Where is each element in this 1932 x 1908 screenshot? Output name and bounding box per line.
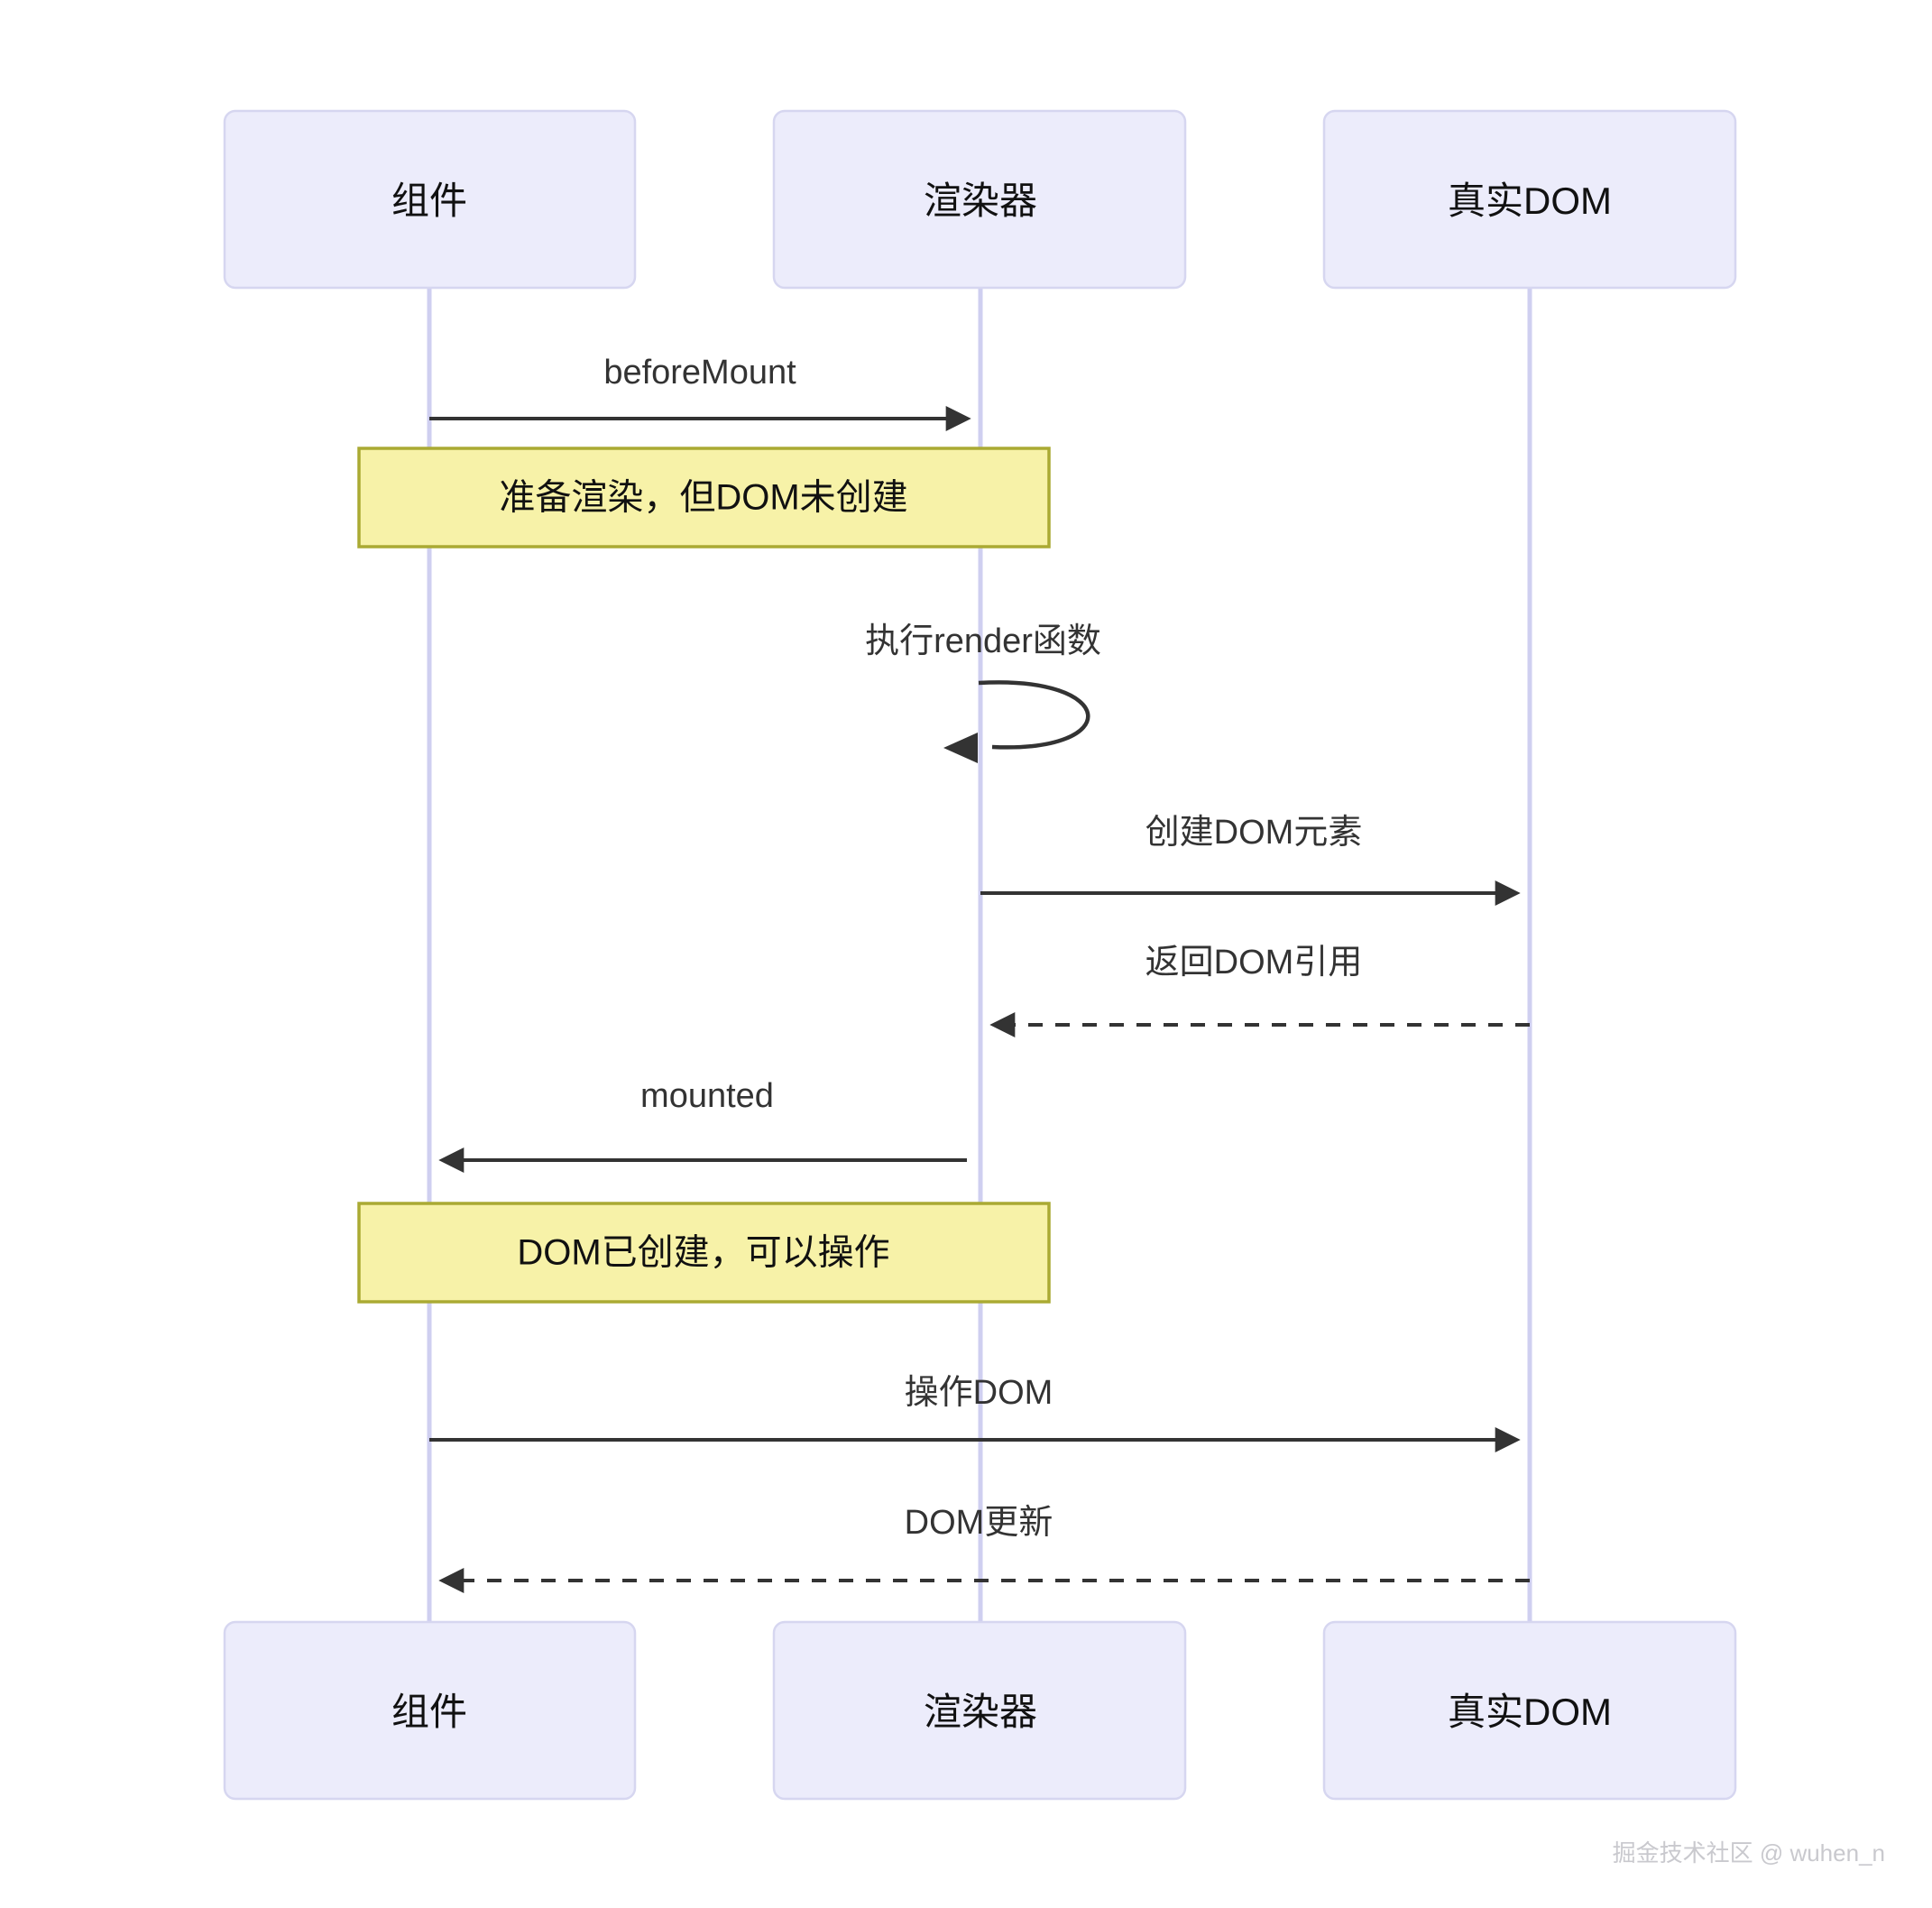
watermark-text: 掘金技术社区 @ wuhen_n bbox=[1613, 1839, 1885, 1867]
note-prepare-render: 准备渲染，但DOM未创建 bbox=[357, 447, 1051, 548]
note-box-dom-created bbox=[357, 1202, 1051, 1304]
actor-header-renderer[interactable]: 渲染器 bbox=[772, 109, 1187, 290]
note-box-prepare-render bbox=[357, 447, 1051, 548]
message-beforeMount: beforeMount bbox=[429, 354, 971, 431]
actor-header-component[interactable]: 组件 bbox=[223, 109, 637, 290]
message-mounted: mounted bbox=[438, 1077, 967, 1173]
actor-label-top-realdom: 真实DOM bbox=[1448, 180, 1612, 222]
actor-label-bottom-realdom: 真实DOM bbox=[1448, 1691, 1612, 1733]
actor-box-top-component[interactable] bbox=[223, 109, 637, 290]
message-label-mounted: mounted bbox=[640, 1077, 774, 1115]
lifelines bbox=[427, 210, 1532, 1622]
note-dom-created: DOM已创建，可以操作 bbox=[357, 1202, 1051, 1304]
message-label-create-dom-element: 创建DOM元素 bbox=[1145, 814, 1363, 852]
message-loop-execute-render bbox=[978, 680, 1090, 750]
message-dom-update: DOM更新 bbox=[438, 1504, 1530, 1593]
actor-header-realdom[interactable]: 真实DOM bbox=[1322, 109, 1737, 290]
actor-label-bottom-component: 组件 bbox=[391, 1691, 467, 1733]
actor-box-bottom-realdom[interactable] bbox=[1322, 1620, 1737, 1801]
actor-box-top-realdom[interactable] bbox=[1322, 109, 1737, 290]
actor-label-top-component: 组件 bbox=[391, 180, 467, 222]
actor-footer-component[interactable]: 组件 bbox=[223, 1620, 637, 1801]
actor-box-bottom-component[interactable] bbox=[223, 1620, 637, 1801]
actor-box-bottom-renderer[interactable] bbox=[772, 1620, 1187, 1801]
actor-box-top-renderer[interactable] bbox=[772, 109, 1187, 290]
note-label-dom-created: DOM已创建，可以操作 bbox=[517, 1233, 889, 1273]
actor-label-top-renderer: 渲染器 bbox=[924, 180, 1037, 222]
actor-label-bottom-renderer: 渲染器 bbox=[924, 1691, 1037, 1733]
note-label-prepare-render: 准备渲染，但DOM未创建 bbox=[499, 478, 907, 518]
message-create-dom-element: 创建DOM元素 bbox=[980, 814, 1521, 906]
message-label-manipulate-dom: 操作DOM bbox=[905, 1374, 1053, 1412]
message-label-dom-update: DOM更新 bbox=[905, 1504, 1053, 1542]
message-manipulate-dom: 操作DOM bbox=[429, 1374, 1521, 1452]
message-return-dom-ref: 返回DOM引用 bbox=[989, 944, 1530, 1037]
actor-footer-renderer[interactable]: 渲染器 bbox=[772, 1620, 1187, 1801]
message-label-beforeMount: beforeMount bbox=[603, 354, 796, 392]
message-label-execute-render: 执行render函数 bbox=[865, 622, 1101, 660]
message-execute-render: 执行render函数 bbox=[865, 622, 1101, 763]
message-label-return-dom-ref: 返回DOM引用 bbox=[1145, 944, 1363, 982]
actor-footer-realdom[interactable]: 真实DOM bbox=[1322, 1620, 1737, 1801]
message-loop-arrowhead-execute-render bbox=[943, 733, 978, 763]
